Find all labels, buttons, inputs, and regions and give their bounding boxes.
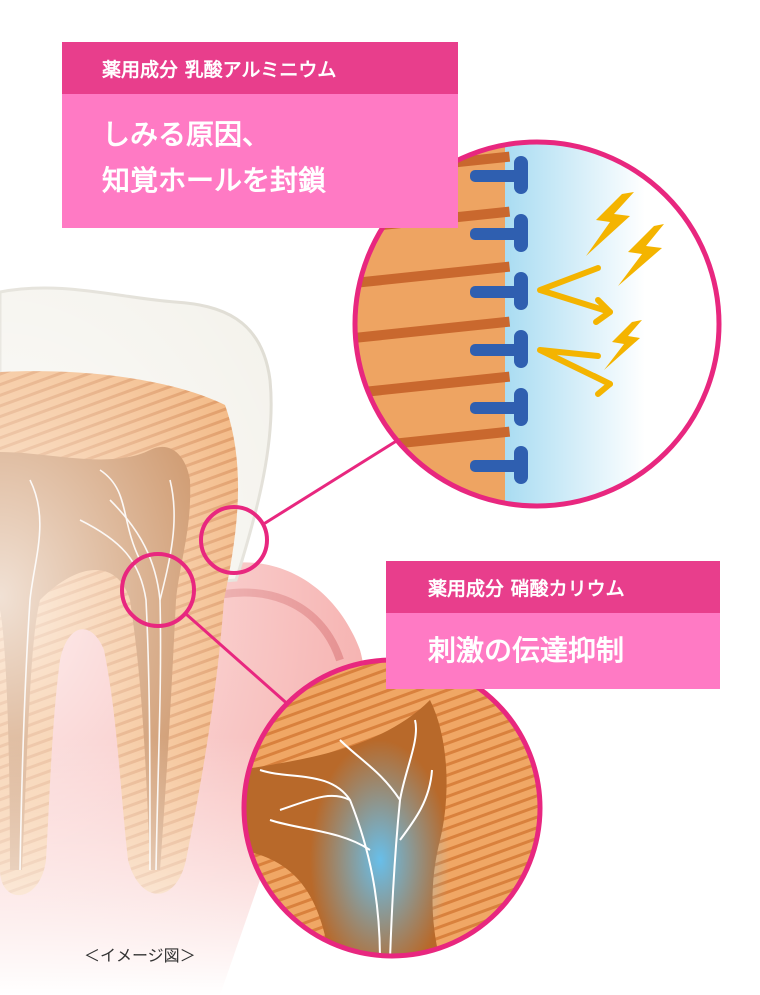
connector-line-bottom [185,612,301,717]
callout-nerve-label: 薬用成分 硝酸カリウム [386,561,720,613]
lightning-bolt-icon [586,192,664,370]
indicator-circle-enamel [199,505,269,575]
callout-sealing-label: 薬用成分 乳酸アルミニウム [62,42,458,94]
nerve-calming-glow [310,740,450,956]
callout-nerve: 薬用成分 硝酸カリウム 刺激の伝達抑制 [386,561,720,689]
indicator-circle-pulp [120,552,196,628]
image-caption: ＜イメージ図＞ [84,946,196,965]
callout-sealing-line1: しみる原因、 [102,118,271,151]
callout-nerve-body: 刺激の伝達抑制 [386,613,720,689]
callout-sealing-body: しみる原因、 知覚ホールを封鎖 [62,94,458,228]
callout-sealing-line2: 知覚ホールを封鎖 [102,164,327,197]
blocked-stimulus-arrows [537,265,613,397]
callout-sealing: 薬用成分 乳酸アルミニウム しみる原因、 知覚ホールを封鎖 [62,42,458,228]
nerve-network [259,719,433,956]
zoom-circle-nerve [241,657,543,959]
sealing-plugs [470,156,528,484]
connector-line-top [261,438,399,527]
